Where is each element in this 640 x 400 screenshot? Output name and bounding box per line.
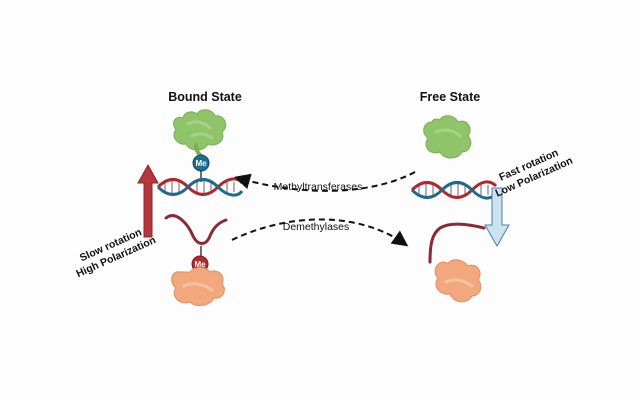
bound-state-title: Bound State — [168, 90, 242, 104]
me-label-top: Me — [195, 159, 207, 168]
methyltransferases-label: Methyltransferases — [274, 181, 363, 193]
demethylases-label: Demethylases — [283, 221, 350, 233]
bound-me-blue-marker: Me — [192, 154, 210, 182]
bound-orange-protein-icon — [171, 267, 225, 306]
slow-rotation-up-arrow — [137, 163, 159, 238]
free-green-protein-icon — [423, 115, 472, 159]
fast-rotation-down-arrow — [484, 187, 510, 248]
demethylases-arrow — [231, 218, 409, 247]
bound-rna-strand — [164, 214, 228, 245]
methyltransferases-arrow — [234, 171, 416, 192]
free-polarization-label: Fast rotation Low Polarization — [494, 147, 575, 200]
bound-dna-helix — [156, 177, 244, 197]
free-rna-strand — [428, 222, 486, 264]
free-dna-helix — [410, 180, 498, 200]
bound-green-protein-icon — [173, 109, 227, 160]
free-orange-protein-icon — [434, 259, 482, 303]
free-state-title: Free State — [420, 90, 480, 104]
me-label-bottom: Me — [194, 260, 206, 269]
